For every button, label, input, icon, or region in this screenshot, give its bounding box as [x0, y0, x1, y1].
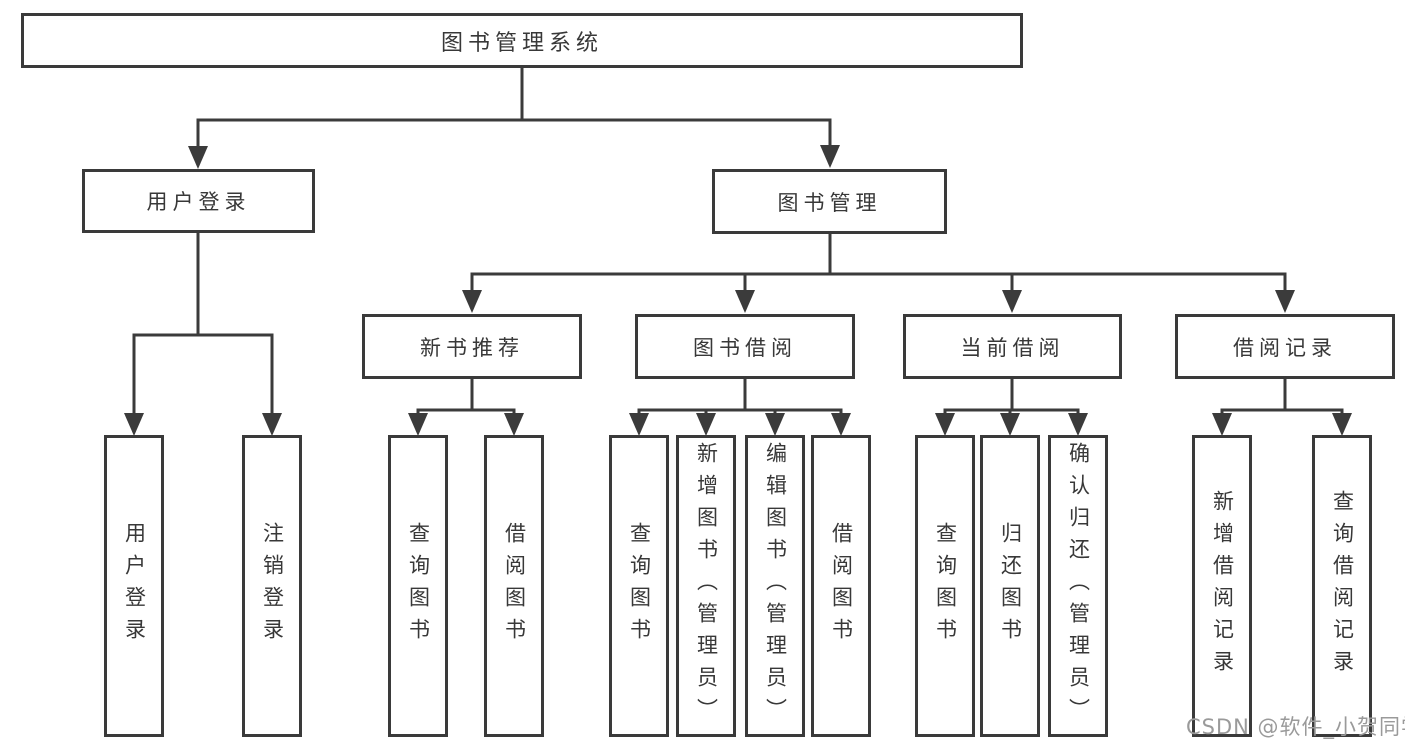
leaf-query-books-current: 查询图书: [915, 435, 975, 737]
connectors-root: [188, 64, 840, 169]
leaf-query-borrow-record: 查询借阅记录: [1312, 435, 1372, 737]
leaf-add-books-admin: 新增图书（管理员）: [676, 435, 736, 737]
leaf-borrow-books-recommend: 借阅图书: [484, 435, 544, 737]
node-label: 用户登录: [122, 522, 147, 650]
node-label: 归还图书: [998, 522, 1023, 650]
node-label: 新增借阅记录: [1210, 490, 1235, 682]
node-label: 当前借阅: [960, 335, 1065, 360]
leaf-edit-books-admin: 编辑图书（管理员）: [745, 435, 805, 737]
node-label: 用户登录: [146, 190, 251, 214]
node-label: 编辑图书（管理员）: [763, 442, 788, 730]
connectors-current-borrow: [935, 375, 1088, 436]
leaf-return-books: 归还图书: [980, 435, 1040, 737]
connectors-borrow-records: [1212, 375, 1352, 436]
connectors-book-management: [462, 231, 1295, 313]
node-new-book-recommend: 新书推荐: [362, 314, 582, 379]
connectors-book-borrow: [629, 375, 851, 436]
node-label: 借阅记录: [1233, 335, 1337, 360]
node-label: 新书推荐: [420, 335, 524, 360]
leaf-query-books-recommend: 查询图书: [388, 435, 448, 737]
node-book-management: 图书管理: [712, 169, 947, 234]
node-label: 确认归还（管理员）: [1066, 442, 1091, 730]
leaf-query-books-borrow: 查询图书: [609, 435, 669, 737]
node-label: 图书管理系统: [440, 30, 603, 56]
leaf-borrow-books: 借阅图书: [811, 435, 871, 737]
node-library-management-system: 图书管理系统: [21, 13, 1023, 68]
node-borrow-records: 借阅记录: [1175, 314, 1395, 379]
node-label: 图书借阅: [693, 335, 797, 360]
connectors-user-login: [124, 231, 282, 436]
node-label: 借阅图书: [829, 522, 854, 650]
node-label: 查询借阅记录: [1330, 490, 1355, 682]
connectors-new-book-recommend: [408, 375, 524, 436]
leaf-user-login: 用户登录: [104, 435, 164, 737]
node-current-borrow: 当前借阅: [903, 314, 1122, 379]
node-label: 查询图书: [406, 522, 431, 650]
node-label: 新增图书（管理员）: [694, 442, 719, 730]
node-label: 注销登录: [260, 522, 285, 650]
node-label: 查询图书: [627, 522, 652, 650]
node-label: 查询图书: [933, 522, 958, 650]
node-label: 图书管理: [777, 190, 882, 215]
leaf-confirm-return-admin: 确认归还（管理员）: [1048, 435, 1108, 737]
node-user-login: 用户登录: [82, 169, 315, 233]
watermark: CSDN @软件_小贺同学: [1186, 715, 1405, 739]
node-book-borrow: 图书借阅: [635, 314, 855, 379]
node-label: 借阅图书: [502, 522, 527, 650]
leaf-logout: 注销登录: [242, 435, 302, 737]
leaf-add-borrow-record: 新增借阅记录: [1192, 435, 1252, 737]
